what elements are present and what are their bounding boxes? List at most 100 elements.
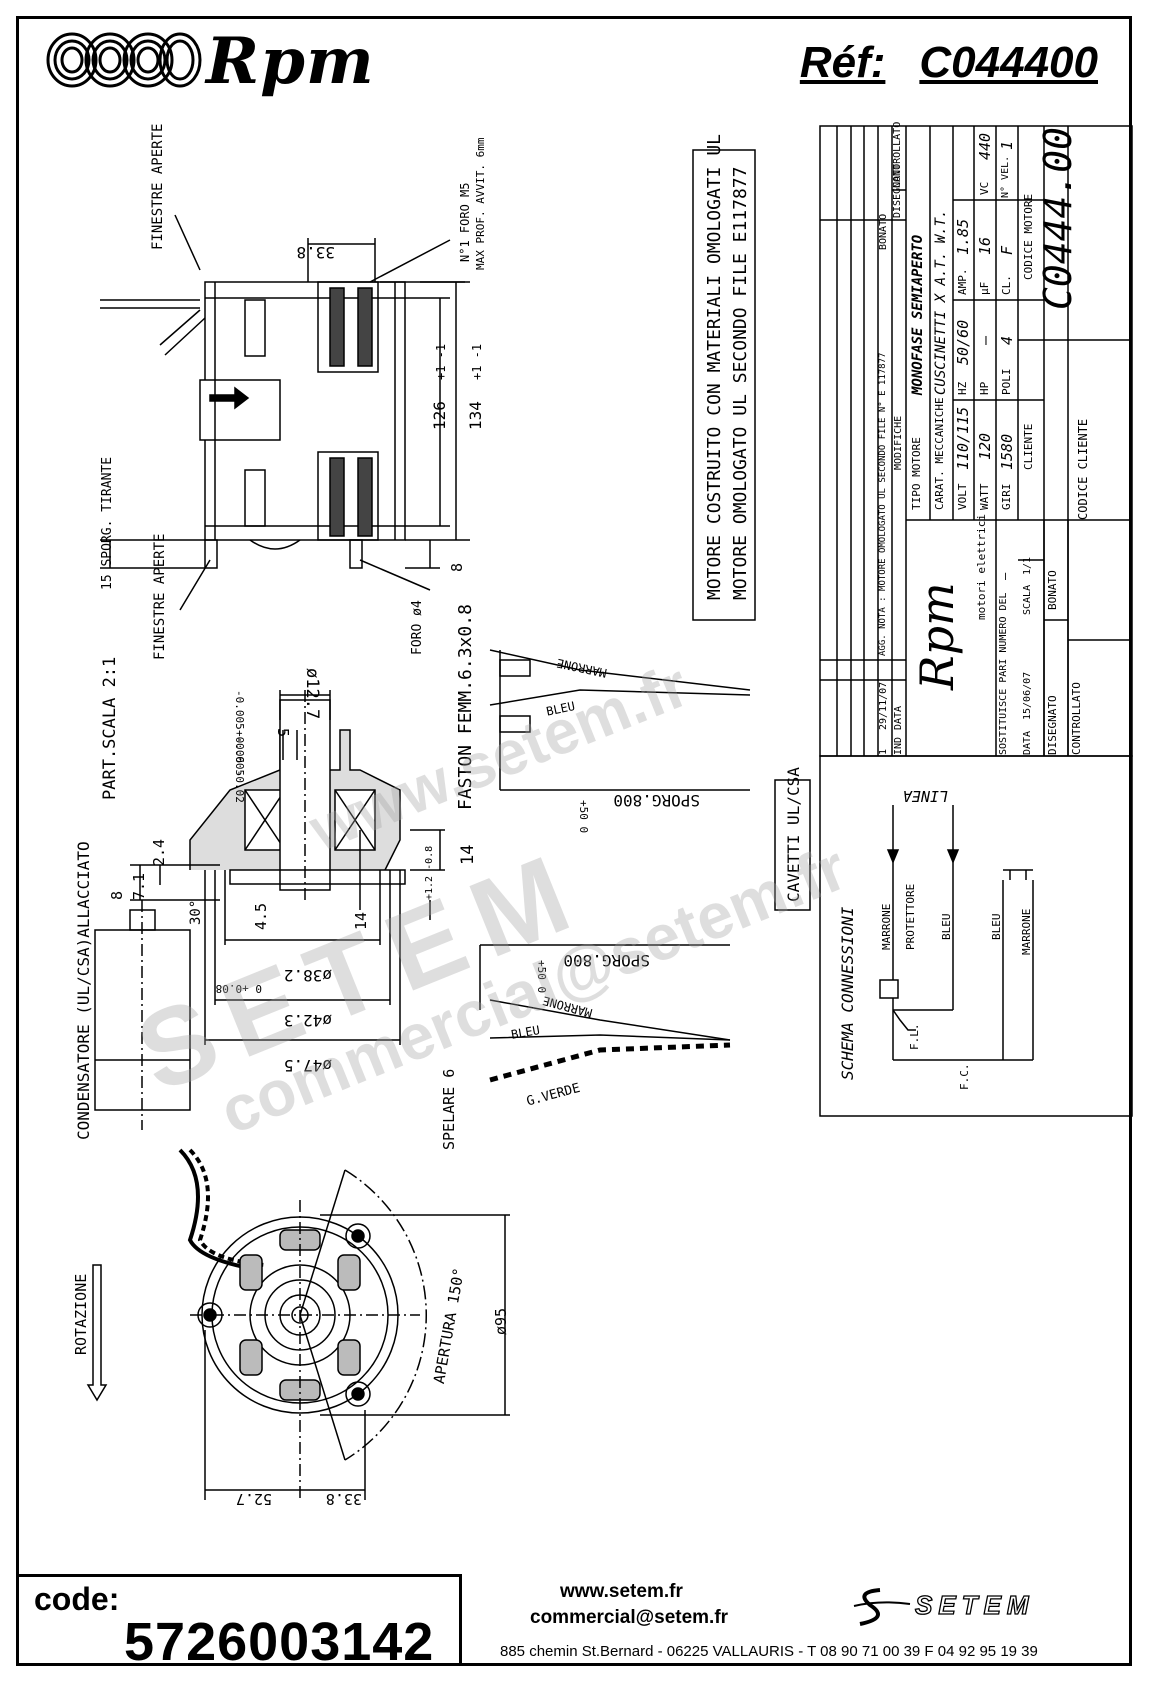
tb-poli-label: POLI	[1000, 368, 1013, 396]
tb-codice-cliente-label: CODICE CLIENTE	[1076, 418, 1090, 520]
tb-vc-label: VC	[978, 181, 991, 195]
tb-sostituisce: SOSTITUISCE PARI NUMERO DEL	[998, 592, 1009, 755]
tb-data-label: DATA	[893, 705, 904, 730]
schema-marrone-2: MARRONE	[1020, 908, 1033, 955]
label-part-scala: PART.SCALA 2:1	[100, 656, 120, 800]
dim-126: 126	[430, 401, 449, 430]
dim-7-1: 7.1	[130, 872, 148, 900]
tb-data-val: 15/06/07	[1022, 671, 1033, 720]
schema-fl: F.L.	[908, 1023, 921, 1051]
label-foro-m5: N°1 FORO M5	[458, 182, 472, 262]
apertura-arc	[344, 1169, 428, 1461]
motor-note-line2: MOTORE OMOLOGATO UL SECONDO FILE E117877	[730, 166, 751, 600]
tb-giri: 1580	[998, 433, 1016, 470]
tb-codice-motore: C0444.00	[1036, 126, 1080, 310]
tb-hp: –	[976, 335, 994, 345]
dim-134: 134	[466, 401, 485, 430]
dim-52-7: 52.7	[235, 1490, 272, 1508]
tb-rev-data: 29/11/07	[878, 681, 889, 730]
tb-nvel-label: N° VEL.	[1000, 155, 1011, 198]
label-foro-4: FORO ø4	[410, 600, 425, 655]
tb-volt: 110/115	[954, 406, 972, 470]
footer-address: 885 chemin St.Bernard - 06225 VALLAURIS …	[500, 1643, 1038, 1660]
dim-95: ø95	[492, 1307, 510, 1335]
tb-carat-label: CARAT. MECCANICHE	[933, 397, 946, 510]
schema-bleu-2: BLEU	[990, 913, 1003, 941]
tb-cl: F	[998, 245, 1016, 255]
label-spelare: SPELARE 6	[440, 1068, 458, 1150]
dim-5: 5	[274, 728, 292, 738]
tol-134: +1 -1	[470, 343, 484, 380]
schema-marrone: MARRONE	[880, 903, 893, 950]
schema-protettore: PROTETTORE	[904, 883, 917, 950]
tb-scala-label: SCALA	[1022, 584, 1033, 615]
label-finestre-aperte-top: FINESTRE APERTE	[150, 123, 166, 250]
tb-hp-label: HP	[978, 381, 991, 395]
tb-scala-val: 1/1	[1022, 556, 1033, 575]
setem-logo: SETEM	[853, 1588, 1029, 1626]
airflow-arrow	[209, 386, 250, 410]
tb-data-row: DATA	[1022, 730, 1033, 755]
tol-800-1: +50 0	[577, 800, 590, 834]
label-max-prof: MAX PROF. AVVIT. 6mm	[474, 137, 487, 270]
winding-bottom-left	[329, 457, 345, 537]
tb-ind-label: IND	[893, 736, 904, 755]
tb-hz: 50/60	[954, 319, 972, 365]
tb-cliente-label: CLIENTE	[1022, 423, 1035, 470]
angle-30: 30°	[188, 899, 204, 925]
code-value: 5726003142	[124, 1612, 435, 1672]
label-rotazione: ROTAZIONE	[72, 1273, 90, 1355]
dim-2-4: 2.4	[150, 838, 168, 866]
tb-tipo-motore: MONOFASE SEMIAPERTO	[910, 234, 926, 395]
wire-bleu-1	[489, 689, 751, 706]
dim-33-8-top: 33.8	[296, 243, 335, 262]
tb-codice-motore-label: CODICE MOTORE	[1022, 193, 1035, 280]
rotation-arrow	[86, 1264, 108, 1402]
label-sporg-800-1: SPORG.800	[613, 791, 700, 810]
tb-hz-label: HZ	[956, 381, 969, 395]
tb-cl-label: CL.	[1000, 275, 1013, 295]
tb-motori-elettrici: motori elettrici	[975, 514, 988, 620]
tb-nvel: 1	[998, 140, 1016, 150]
wire-marrone-1	[489, 649, 751, 691]
tol-5: +0.06 -0.02	[233, 730, 246, 803]
tb-rev-modifiche: AGG. NOTA : MOTORE OMOLOGATO UL SECONDO …	[878, 352, 888, 656]
tb-sostituisce-val: –	[998, 572, 1012, 580]
tb-uf-label: µF	[978, 281, 991, 295]
motor-note-line1: MOTORE COSTRUITO CON MATERIALI OMOLOGATI…	[704, 134, 725, 600]
tol-126: +1 -1	[434, 343, 448, 380]
footer-website[interactable]: www.setem.fr	[560, 1581, 683, 1602]
dim-8-section: 8	[108, 890, 126, 900]
note-box	[692, 149, 756, 621]
schema-box	[819, 755, 1133, 1117]
cavetti-box	[774, 779, 811, 911]
tb-uf: 16	[976, 236, 994, 255]
tb-vc: 440	[976, 132, 994, 160]
tb-poli: 4	[998, 335, 1016, 345]
schema-title: SCHEMA CONNESSIONI	[838, 906, 857, 1080]
winding-top-left	[329, 287, 345, 367]
wire-bleu-2	[489, 1034, 731, 1041]
tb-giri-label: GIRI	[1000, 483, 1013, 511]
tb-modifiche-label: MODIFICHE	[893, 415, 904, 470]
footer-email[interactable]: commercial@setem.fr	[530, 1607, 729, 1628]
code-box: code: 5726003142	[16, 1574, 462, 1672]
tb-controllato: CONTROLLATO	[892, 121, 903, 188]
dim-33-8-bottom: 33.8	[325, 1490, 362, 1508]
label-sporg-tirante: 15 SPORG. TIRANTE	[100, 456, 115, 590]
rpm-logo-coils	[46, 32, 202, 88]
tb-rpm-logo-text: Rpm	[910, 582, 964, 690]
code-label: code:	[34, 1581, 120, 1617]
tb-disegnato-val: BONATO	[1046, 570, 1059, 610]
page-frame	[16, 16, 1132, 1666]
wire-verde	[489, 1042, 731, 1083]
tb-controllato-label: CONTROLLATO	[1070, 682, 1083, 755]
tb-volt-label: VOLT	[956, 483, 969, 511]
tb-bonato: BONATO	[878, 213, 889, 250]
winding-top-right	[357, 287, 373, 367]
label-finestre-aperte-bottom: FINESTRE APERTE	[152, 533, 168, 660]
brand-name: Rpm	[206, 24, 375, 99]
winding-bottom-right	[357, 457, 373, 537]
tb-tipo-motore-label: TIPO MOTORE	[910, 437, 923, 510]
